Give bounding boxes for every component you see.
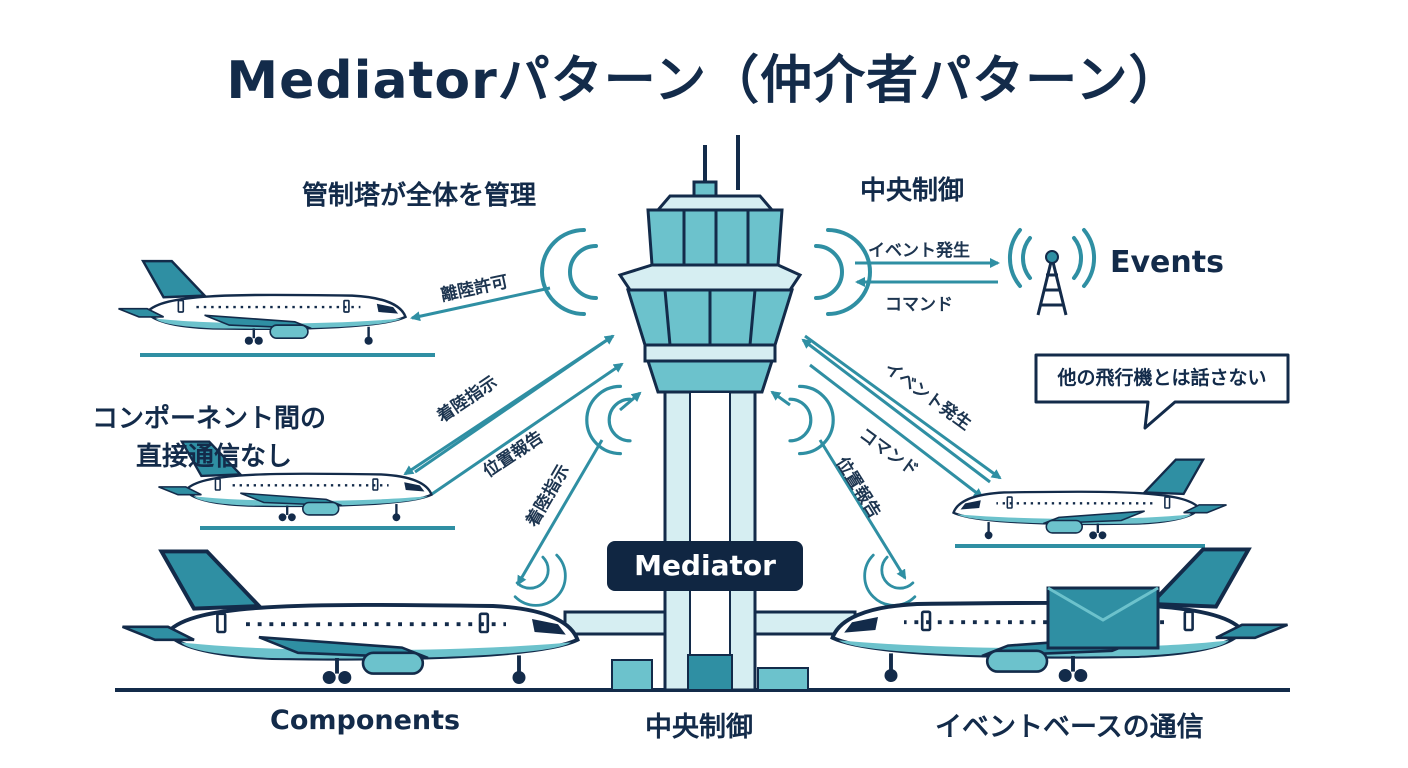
left-note-line2: 直接通信なし [136,442,293,472]
mediator-badge: Mediator [607,541,803,591]
footer-components: Components [270,705,461,736]
left-note-line1: コンポーネント間の [92,404,327,434]
speech-bubble-text: 他の飛行機とは話さない [1057,367,1267,389]
header-left: 管制塔が全体を管理 [302,181,537,211]
plane-mid-right [952,458,1228,541]
page-title: Mediatorパターン（仲介者パターン） [226,51,1182,111]
footer-event-based: イベントベースの通信 [935,712,1204,743]
arrow-label-command-top: コマンド [885,295,953,315]
plane-bottom-left [120,549,580,686]
message-arrows [403,258,1002,586]
cargo-box [757,667,809,691]
cargo-box [611,659,653,691]
plane-top-left [117,259,407,347]
antenna-icon [1008,228,1096,316]
events-label: Events [1110,245,1224,280]
control-tower [617,135,803,692]
footer-center: 中央制御 [645,712,753,743]
arrow-label-event-top: イベント発生 [868,241,970,261]
header-right: 中央制御 [860,176,965,206]
speech-bubble-shape [1034,353,1290,430]
